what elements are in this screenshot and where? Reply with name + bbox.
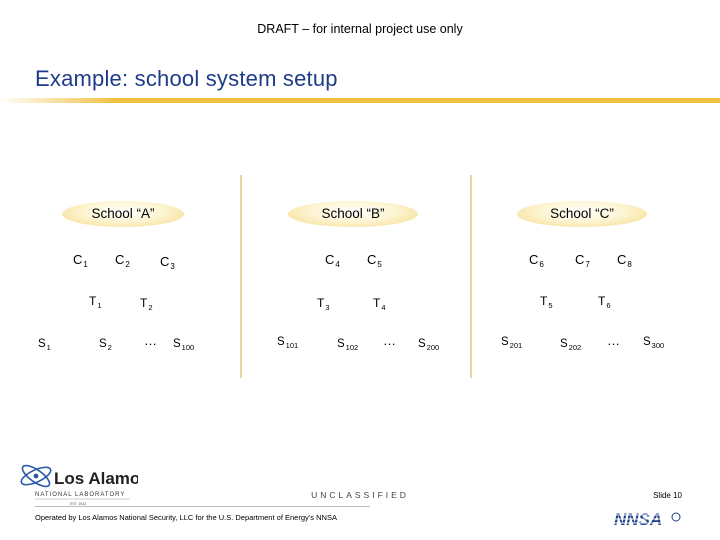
teacher-label: T5 (540, 294, 553, 310)
ellipsis: … (607, 333, 621, 348)
classification-label: UNCLASSIFIED (311, 490, 409, 500)
column-divider (470, 175, 472, 378)
student-label: S2 (99, 338, 112, 352)
teacher-label: T3 (317, 296, 330, 312)
school-c: School “C” (517, 201, 647, 227)
student-label: S101 (277, 336, 299, 350)
teacher-label: T6 (598, 294, 611, 310)
operated-by-text: Operated by Los Alamos National Security… (35, 513, 337, 522)
class-label: C3 (160, 254, 175, 271)
slide-title: Example: school system setup (35, 66, 338, 91)
atom-logo-icon: Los Alamos NATIONAL LABORATORY EST. 1943 (20, 464, 150, 506)
slide-number: Slide 10 (653, 491, 682, 500)
draft-notice: DRAFT – for internal project use only (257, 22, 463, 36)
ellipsis: … (144, 333, 158, 348)
column-divider (240, 175, 242, 378)
svg-text:Los Alamos: Los Alamos (54, 469, 138, 488)
class-label: C4 (325, 252, 340, 269)
teacher-label: T4 (373, 296, 386, 312)
teacher-label: T1 (89, 294, 102, 310)
student-label: S200 (418, 338, 440, 352)
class-label: C8 (617, 252, 632, 269)
ellipsis: … (383, 333, 397, 348)
student-label: S300 (643, 336, 665, 350)
student-label: S100 (173, 338, 195, 352)
school-b: School “B” (288, 201, 418, 227)
student-label: S202 (560, 338, 582, 352)
nnsa-logo: NNSA (612, 509, 684, 529)
class-label: C5 (367, 252, 382, 269)
teacher-label: T2 (140, 296, 153, 312)
class-label: C7 (575, 252, 590, 269)
class-label: C2 (115, 252, 130, 269)
title-underline (0, 98, 720, 103)
student-label: S102 (337, 338, 359, 352)
student-label: S201 (501, 336, 523, 350)
nnsa-logo-icon: NNSA (614, 510, 682, 529)
svg-text:NATIONAL LABORATORY: NATIONAL LABORATORY (35, 492, 125, 498)
svg-text:EST. 1943: EST. 1943 (70, 502, 86, 506)
class-label: C1 (73, 252, 88, 269)
school-a: School “A” (62, 201, 184, 227)
footer-divider (35, 506, 370, 507)
student-label: S1 (38, 338, 51, 352)
los-alamos-logo: Los Alamos NATIONAL LABORATORY EST. 1943 (18, 456, 150, 506)
class-label: C6 (529, 252, 544, 269)
